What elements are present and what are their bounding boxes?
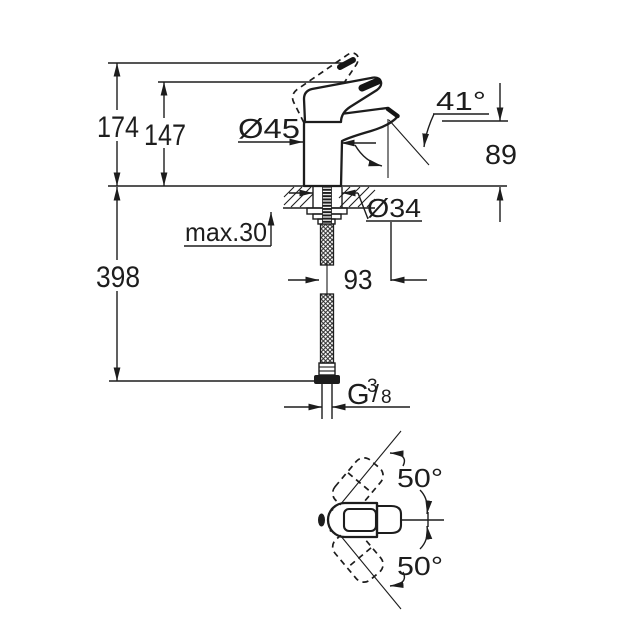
dim-outlet-height: 89 xyxy=(442,83,517,222)
detail-dot-bottom xyxy=(329,529,333,532)
flex-hose-upper xyxy=(319,223,335,266)
handle-top-inset xyxy=(342,507,378,533)
label-thread-numerator: 3 xyxy=(367,376,378,397)
hose-end-fitting xyxy=(314,362,340,384)
label-hose-length: 398 xyxy=(96,261,140,294)
dim-spout-projection: 93 xyxy=(288,264,427,295)
dim-body-diameter: Ø45 xyxy=(238,113,376,147)
flex-hose-lower xyxy=(319,293,335,364)
label-outlet-height: 89 xyxy=(485,139,517,170)
label-outlet-angle: 41° xyxy=(436,86,486,116)
dim-swivel-down: 50° xyxy=(389,525,443,588)
dim-hole-diameter: Ø34 xyxy=(289,189,422,281)
label-hole-diameter: Ø34 xyxy=(367,193,421,223)
dim-overall-height: 174 xyxy=(93,63,142,186)
label-thread-denominator: 8 xyxy=(381,387,392,408)
lever-tip xyxy=(358,77,382,92)
label-max-deck-thickness: max.30 xyxy=(185,217,267,247)
swivel-up-construction-line xyxy=(339,430,402,506)
label-spout-height: 147 xyxy=(144,119,186,152)
detail-dot-top xyxy=(330,508,334,511)
label-swivel-up: 50° xyxy=(397,463,443,493)
deck-hatching xyxy=(283,186,376,208)
dim-max-deck-thickness: max.30 xyxy=(184,212,275,247)
handle-top-body xyxy=(326,501,379,539)
label-body-diameter: Ø45 xyxy=(238,113,300,144)
handle-top-end xyxy=(377,504,403,535)
label-spout-projection: 93 xyxy=(344,264,373,295)
dim-spout-height: 147 xyxy=(141,82,189,186)
dim-outlet-angle: 41° xyxy=(354,86,489,178)
below-deck-assembly xyxy=(306,186,348,419)
label-swivel-down: 50° xyxy=(397,551,443,581)
threaded-rod xyxy=(322,186,332,225)
dim-thread: G 3 / 8 xyxy=(284,376,410,411)
swivel-down-construction-line xyxy=(339,534,402,610)
dim-swivel-up: 50° xyxy=(389,450,443,515)
faucet-body xyxy=(291,52,400,188)
label-overall-height: 174 xyxy=(97,111,139,144)
lever-raised-dashed xyxy=(291,52,360,124)
label-thread-slash: / xyxy=(372,380,379,408)
top-view: 50° 50° xyxy=(318,430,444,610)
label-thread-letter: G xyxy=(347,379,370,411)
front-view: 174 147 398 Ø45 41° xyxy=(92,52,517,419)
lever-raised-tip xyxy=(337,57,356,70)
aerator-outlet xyxy=(385,106,400,119)
dim-hose-length: 398 xyxy=(92,187,142,381)
handle-logo-dot-icon xyxy=(318,513,325,527)
